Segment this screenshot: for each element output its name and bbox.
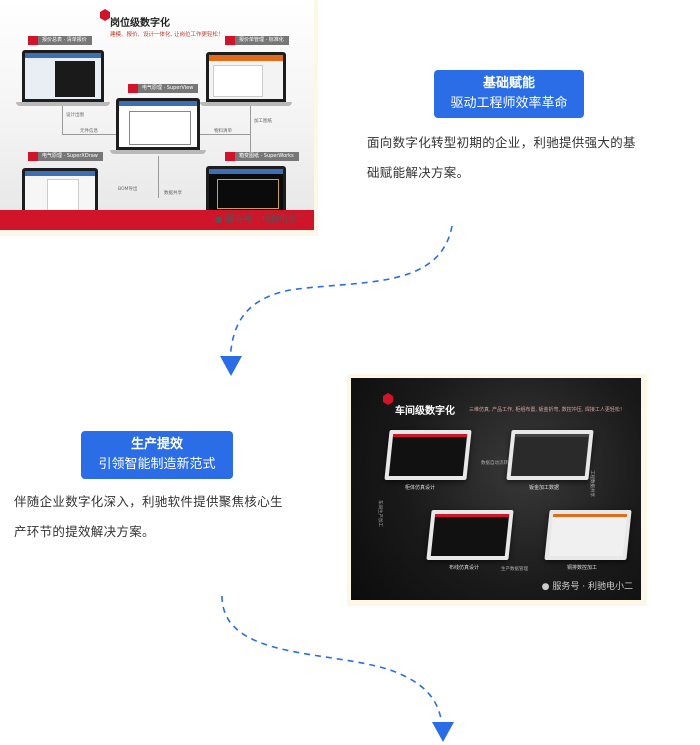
image1-tag: 箱变图纸 · SuperWorks bbox=[225, 152, 299, 161]
flow-label: 设计出图 bbox=[66, 113, 84, 118]
image1-tag: 电气原理 · SuperXDraw bbox=[28, 152, 103, 161]
image2-subtitle: 三维仿真, 产品工作, 柜组布置, 钣金折弯, 数控冲压, 焊接工人更轻松！ bbox=[469, 407, 625, 413]
desc-line: 础赋能解决方案。 bbox=[367, 165, 470, 180]
laptop-screen bbox=[206, 166, 286, 214]
badge-foundation: 基础赋能 驱动工程师效率革命 bbox=[434, 70, 584, 118]
watermark: ● 服务号 · 利驰电小二 bbox=[215, 212, 306, 225]
desc-line: 面向数字化转型初期的企业，利驰提供强大的基 bbox=[367, 135, 636, 150]
station-digitalization-diagram: 岗位级数字化 建模、报价、设计一体化, 让岗位工作更轻松！ 报价总表 · 清单报… bbox=[0, 0, 314, 230]
arrow-down-icon bbox=[432, 722, 454, 742]
wechat-icon: ● bbox=[541, 582, 550, 592]
laptop-screen bbox=[206, 52, 286, 102]
flow-line bbox=[158, 156, 159, 198]
flow-label: 数据共享 bbox=[164, 191, 182, 196]
product-label: 布线仿真设计 bbox=[449, 565, 480, 571]
product-label: 钣金加工数据 bbox=[529, 485, 560, 491]
wechat-icon: ● bbox=[214, 215, 223, 225]
laptop-screen bbox=[22, 168, 98, 214]
badge-foundation-title: 基础赋能 bbox=[482, 76, 535, 91]
laptop-screen bbox=[22, 50, 104, 102]
flow-line bbox=[200, 134, 250, 135]
flow-label: 生产数据管理 bbox=[501, 567, 528, 572]
flow-label: 数据自动流转 bbox=[481, 461, 508, 466]
badge-production: 生产提效 引领智能制造新范式 bbox=[81, 431, 233, 479]
red-band bbox=[0, 210, 314, 230]
flow-label: 加工图纸 bbox=[254, 119, 272, 124]
badge-foundation-subtitle: 驱动工程师效率革命 bbox=[450, 96, 568, 111]
flow-line bbox=[250, 106, 251, 154]
brand-hex-logo-icon bbox=[100, 9, 110, 21]
watermark-text: 服务号 · 利驰电小二 bbox=[552, 582, 633, 592]
dashed-connector bbox=[221, 595, 443, 727]
image1-title: 岗位级数字化 bbox=[110, 18, 170, 29]
laptop-base bbox=[200, 102, 292, 106]
flow-label: BOM导出 bbox=[118, 187, 138, 192]
product-label: 柜体仿真设计 bbox=[405, 485, 436, 491]
brand-hex-logo-icon bbox=[383, 393, 393, 405]
product-label: 铜排数控加工 bbox=[567, 565, 598, 571]
badge-production-subtitle: 引领智能制造新范式 bbox=[98, 457, 216, 472]
image1-subtitle: 建模、报价、设计一体化, 让岗位工作更轻松！ bbox=[110, 32, 224, 38]
foundation-description: 面向数字化转型初期的企业，利驰提供强大的基 础赋能解决方案。 bbox=[367, 128, 687, 188]
desc-line: 伴随企业数字化深入，利驰软件提供聚焦核心生 bbox=[14, 494, 283, 509]
image2-title: 车间级数字化 bbox=[395, 406, 455, 417]
production-description: 伴随企业数字化深入，利驰软件提供聚焦核心生 产环节的提效解决方案。 bbox=[14, 487, 334, 547]
image1-tag: 报价单管理 · 标准化 bbox=[225, 36, 289, 45]
flow-label: 物料清单 bbox=[214, 129, 232, 134]
desc-line: 产环节的提效解决方案。 bbox=[14, 524, 155, 539]
watermark-text: 服务号 · 利驰电小二 bbox=[225, 215, 306, 225]
watermark: ● 服务号 · 利驰电小二 bbox=[542, 579, 633, 592]
workshop-digitalization-diagram: 车间级数字化 三维仿真, 产品工作, 柜组布置, 钣金折弯, 数控冲压, 焊接工… bbox=[351, 378, 641, 600]
flow-label: 元件信息 bbox=[80, 129, 98, 134]
station-digitalization-image: 岗位级数字化 建模、报价、设计一体化, 让岗位工作更轻松！ 报价总表 · 清单报… bbox=[0, 0, 318, 236]
workshop-digitalization-image: 车间级数字化 三维仿真, 产品工作, 柜组布置, 钣金折弯, 数控冲压, 焊接工… bbox=[347, 374, 647, 606]
arrow-down-icon bbox=[220, 356, 242, 376]
laptop-screen bbox=[116, 98, 200, 150]
laptop-base bbox=[110, 150, 206, 154]
image1-tag: 报价总表 · 清单报价 bbox=[28, 36, 92, 45]
badge-production-title: 生产提效 bbox=[130, 437, 183, 452]
flow-line bbox=[62, 106, 63, 134]
image1-tag: 电气原理 · SuperView bbox=[128, 84, 199, 93]
dashed-connector bbox=[229, 225, 453, 361]
laptop-base bbox=[16, 102, 110, 106]
flow-line bbox=[62, 134, 116, 135]
